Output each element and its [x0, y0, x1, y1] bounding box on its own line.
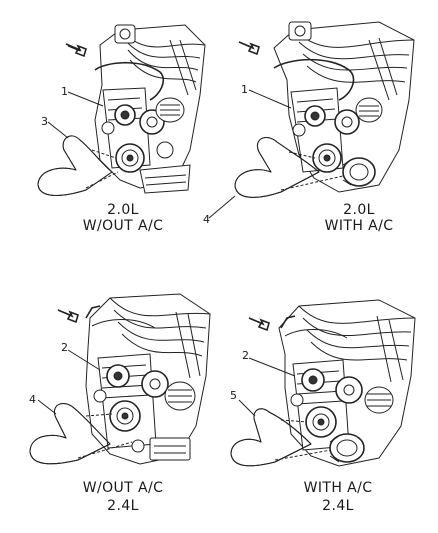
callout-part-1: 1 — [61, 85, 68, 98]
engine-2-0l-illustration — [37, 24, 206, 196]
caption-ac-option: WITH A/C — [324, 218, 394, 234]
front-direction-arrow-icon — [248, 317, 270, 332]
panel-2-4l-without-ac: 2 4 W/OUT A/C 2.4L — [0, 266, 219, 533]
engine-2-4l-ac-illustration — [230, 299, 416, 467]
callout-part-5: 5 — [230, 389, 237, 402]
front-direction-arrow-icon — [238, 41, 260, 56]
callout-part-1: 1 — [241, 83, 248, 96]
callout-part-4: 4 — [29, 393, 36, 406]
caption-engine: 2.4L — [107, 498, 139, 514]
panel-2-4l-with-ac: 2 5 WITH A/C 2.4L — [219, 266, 438, 533]
callout-part-2: 2 — [242, 349, 249, 362]
caption-engine: 2.4L — [322, 498, 354, 514]
engine-2-0l-ac-illustration — [208, 21, 415, 219]
callout-part-2: 2 — [61, 341, 68, 354]
callout-part-3: 3 — [41, 115, 48, 128]
front-direction-arrow-icon — [65, 43, 87, 58]
caption-engine: 2.0L — [107, 202, 139, 218]
panel-2-0l-without-ac: 1 3 2.0L W/OUT A/C — [0, 0, 219, 266]
caption-ac-option: W/OUT A/C — [82, 480, 164, 496]
caption-ac-option: W/OUT A/C — [82, 218, 164, 234]
callout-part-4: 4 — [203, 213, 210, 226]
front-direction-arrow-icon — [57, 309, 79, 324]
caption-engine: 2.0L — [343, 202, 375, 218]
engine-2-4l-illustration — [29, 293, 211, 465]
caption-ac-option: WITH A/C — [303, 480, 373, 496]
panel-2-0l-with-ac: 1 4 2.0L WITH A/C — [203, 0, 438, 266]
